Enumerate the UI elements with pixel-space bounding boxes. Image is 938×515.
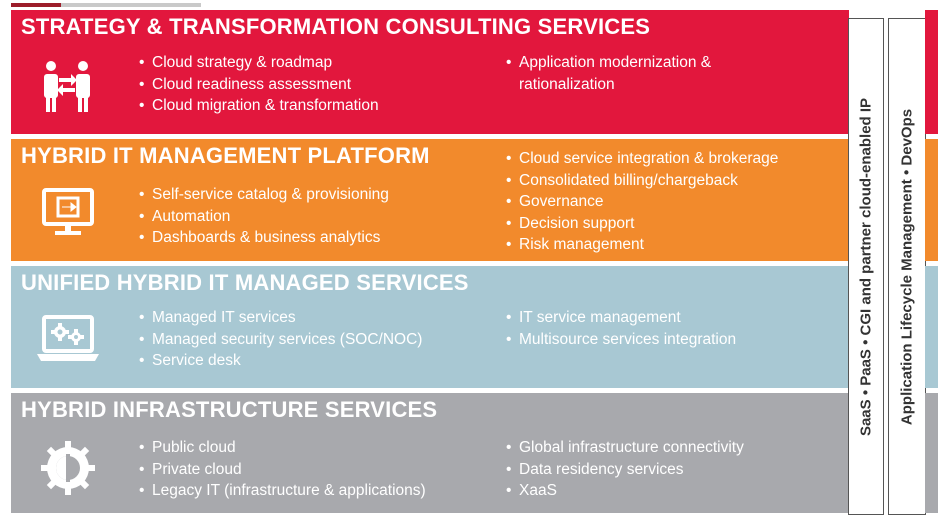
list-item: Global infrastructure connectivity xyxy=(506,437,744,459)
band-title: STRATEGY & TRANSFORMATION CONSULTING SER… xyxy=(21,14,651,39)
right-list: Global infrastructure connectivity Data … xyxy=(506,437,744,502)
monitor-icon xyxy=(42,188,94,235)
top-gray-bar xyxy=(61,3,201,7)
left-list: Cloud strategy & roadmap Cloud readiness… xyxy=(139,52,379,117)
side-column-alm-devops: Application Lifecycle Management • DevOp… xyxy=(888,18,926,515)
right-list: Application modernization & rationalizat… xyxy=(506,52,715,95)
list-item: IT service management xyxy=(506,307,736,329)
list-item: Cloud migration & transformation xyxy=(139,95,379,117)
band-title: HYBRID INFRASTRUCTURE SERVICES xyxy=(21,397,438,422)
right-list: IT service management Multisource servic… xyxy=(506,307,736,350)
list-item: Public cloud xyxy=(139,437,426,459)
band-strategy-consulting: STRATEGY & TRANSFORMATION CONSULTING SER… xyxy=(11,10,849,134)
list-item: Cloud strategy & roadmap xyxy=(139,52,379,74)
list-item: Risk management xyxy=(506,234,778,256)
edge-sliver-blue xyxy=(925,266,938,388)
band-management-platform: HYBRID IT MANAGEMENT PLATFORM Self-servi… xyxy=(11,139,849,261)
list-item: Managed IT services xyxy=(139,307,422,329)
list-item: Data residency services xyxy=(506,459,744,481)
left-list: Self-service catalog & provisioning Auto… xyxy=(139,184,389,249)
list-item: Governance xyxy=(506,191,778,213)
list-item: XaaS xyxy=(506,480,744,502)
right-list: Cloud service integration & brokerage Co… xyxy=(506,148,778,256)
list-item: Consolidated billing/chargeback xyxy=(506,170,778,192)
top-accent-bar xyxy=(11,3,61,7)
list-item: Legacy IT (infrastructure & applications… xyxy=(139,480,426,502)
list-item-continuation: rationalization xyxy=(519,75,615,93)
list-item: Multisource services integration xyxy=(506,329,736,351)
edge-sliver-red xyxy=(925,10,938,134)
list-item: Service desk xyxy=(139,350,422,372)
band-managed-services: UNIFIED HYBRID IT MANAGED SERVICES Manag… xyxy=(11,266,849,388)
list-item: Decision support xyxy=(506,213,778,235)
side-column-label: SaaS • PaaS • CGI and partner cloud-enab… xyxy=(857,97,875,436)
edge-sliver-gray xyxy=(925,393,938,513)
list-item: Private cloud xyxy=(139,459,426,481)
left-list: Managed IT services Managed security ser… xyxy=(139,307,422,372)
list-item: Cloud readiness assessment xyxy=(139,74,379,96)
edge-sliver-orange xyxy=(925,139,938,261)
band-title: UNIFIED HYBRID IT MANAGED SERVICES xyxy=(21,270,469,295)
side-column-saas-paas: SaaS • PaaS • CGI and partner cloud-enab… xyxy=(848,18,884,515)
list-item: Managed security services (SOC/NOC) xyxy=(139,329,422,351)
laptop-gears-icon xyxy=(37,315,99,361)
band-title: HYBRID IT MANAGEMENT PLATFORM xyxy=(21,143,430,168)
consulting-people-icon xyxy=(44,61,90,112)
list-item: Cloud service integration & brokerage xyxy=(506,148,778,170)
list-item: Application modernization & xyxy=(506,52,715,74)
band-infrastructure-services: HYBRID INFRASTRUCTURE SERVICES Public cl… xyxy=(11,393,849,513)
side-column-label: Application Lifecycle Management • DevOp… xyxy=(898,108,916,425)
list-item: Self-service catalog & provisioning xyxy=(139,184,389,206)
left-list: Public cloud Private cloud Legacy IT (in… xyxy=(139,437,426,502)
list-item: Dashboards & business analytics xyxy=(139,227,389,249)
list-item: Automation xyxy=(139,206,389,228)
globe-gear-icon xyxy=(41,441,95,495)
